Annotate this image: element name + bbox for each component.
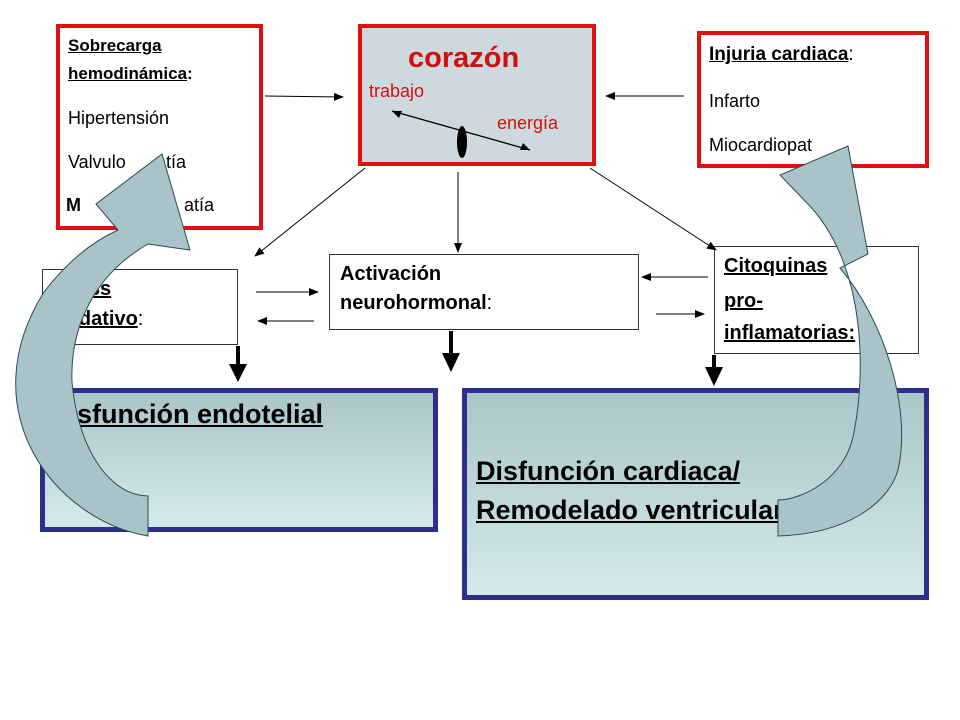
thick-arrow-cytokines-down <box>705 355 723 386</box>
heart-balance-head-right <box>520 143 530 150</box>
neuro-line2: neurohormonal: <box>340 292 492 315</box>
arrow-heart-to-stress <box>254 167 366 257</box>
heart-title: corazón <box>408 42 520 74</box>
overload-item-2: Valvulo <box>68 152 126 172</box>
injury-colon: : <box>848 44 854 65</box>
curved-arrow-right <box>777 145 903 537</box>
heart-box <box>358 24 596 166</box>
cardiac-line1: Disfunción cardiaca/ <box>476 456 741 486</box>
injury-item-1: Infarto <box>709 91 761 111</box>
thick-arrow-neuro-down <box>442 331 460 372</box>
injury-item-2: Miocardiopat <box>709 135 813 155</box>
overload-item-1: Hipertensión <box>68 108 170 128</box>
cytokines-line2: pro- <box>724 290 763 312</box>
arrow-overload-to-heart <box>264 92 344 101</box>
neuro-line1: Activación <box>340 263 442 285</box>
overload-heading-line1: Sobrecarga <box>68 36 162 55</box>
stress-colon: : <box>137 308 144 330</box>
curved-arrow-left <box>15 153 191 537</box>
neuro-box <box>329 254 639 330</box>
endothelial-label: Disfunción endotelial <box>50 399 324 429</box>
heart-balance-head-left <box>392 111 402 118</box>
heart-energy-label: energía <box>497 113 559 133</box>
cytokines-box <box>714 246 919 354</box>
injury-box <box>697 31 929 168</box>
injury-heading: Injuria cardiaca: <box>709 44 854 66</box>
injury-heading-text: Injuria cardiaca <box>709 44 849 65</box>
neuro-colon: : <box>486 292 493 314</box>
overload-item-3-end: atía <box>184 195 215 215</box>
neuro-line2-text: neurohormonal <box>340 292 487 314</box>
cardiac-line2: Remodelado ventricular <box>476 495 784 525</box>
heart-balance-pivot <box>457 126 467 158</box>
overload-heading-text: hemodinámica <box>68 64 188 83</box>
overload-heading-line2: hemodinámica: <box>68 64 193 84</box>
cytokines-line3: inflamatorias: <box>724 322 856 344</box>
cytokines-line1: Citoquinas <box>724 255 828 277</box>
overload-colon: : <box>187 64 193 83</box>
arrow-heart-to-cytokines <box>589 167 717 251</box>
heart-work-label: trabajo <box>369 81 425 101</box>
overload-item-3-start: M <box>66 195 81 215</box>
thick-arrow-stress-down <box>229 346 247 382</box>
